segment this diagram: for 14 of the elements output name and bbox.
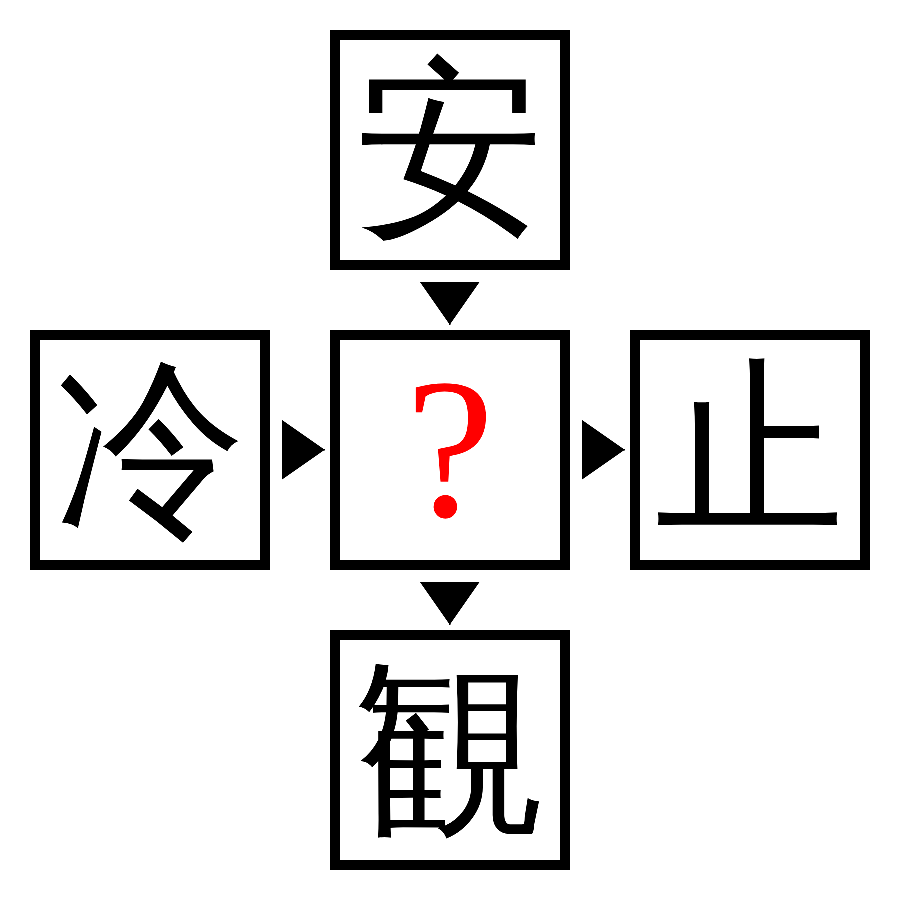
character-box: [330, 630, 570, 870]
kanji-character: 冷: [55, 355, 245, 545]
kanji-character: 観: [355, 655, 545, 845]
kanji-character: 安: [355, 55, 545, 245]
arrow: [420, 282, 480, 325]
character-box: [630, 330, 870, 570]
kanji-character: 止: [655, 355, 845, 545]
character-box: [330, 30, 570, 270]
arrow: [420, 582, 480, 625]
character-box: [330, 330, 570, 570]
arrow: [282, 420, 325, 480]
question-mark: ?: [406, 350, 494, 550]
character-box: [30, 330, 270, 570]
arrow: [582, 420, 625, 480]
